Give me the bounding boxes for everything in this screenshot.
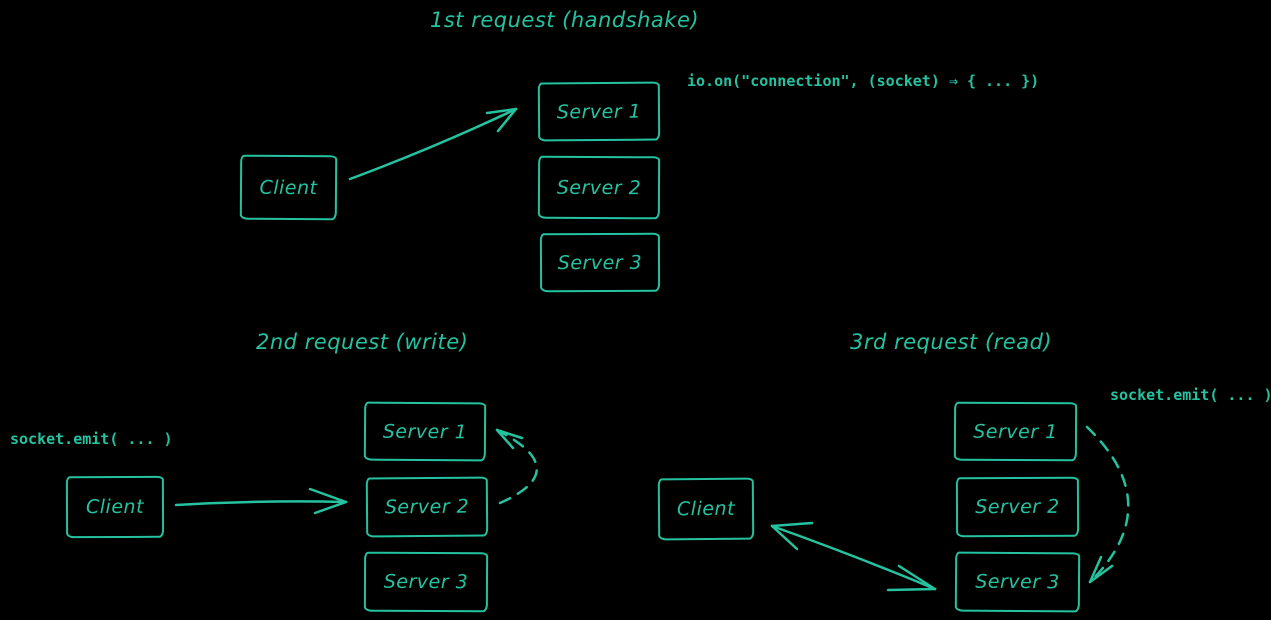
section-3-title: 3rd request (read) (850, 330, 1053, 354)
server-label: Server 2 (975, 495, 1060, 519)
section-3-client-box: Client (657, 477, 755, 541)
section-2-server-2-box: Server 2 (365, 476, 489, 538)
section-3-server-3-box: Server 3 (954, 551, 1081, 613)
section-3-server-2-box: Server 2 (955, 476, 1080, 538)
section-1-server-1-box: Server 1 (537, 81, 661, 142)
server-label: Server 1 (556, 100, 642, 123)
section-2-code: socket.emit( ... ) (10, 430, 173, 448)
section-1-title: 1st request (handshake) (430, 8, 700, 32)
section-1-client-box: Client (239, 154, 338, 221)
client-label: Client (676, 497, 736, 521)
section-2-server-1-box: Server 1 (363, 401, 487, 462)
section-3-server-1-box: Server 1 (953, 401, 1078, 462)
section-2-client-box: Client (65, 475, 165, 539)
server-label: Server 2 (556, 176, 642, 199)
server-label: Server 3 (975, 570, 1060, 594)
arrow-write-client-to-server2 (174, 487, 348, 515)
client-label: Client (85, 495, 145, 519)
server-label: Server 3 (383, 570, 469, 594)
server-label: Server 1 (382, 420, 468, 443)
section-3-code: socket.emit( ... ) (1110, 386, 1271, 404)
section-2-server-3-box: Server 3 (363, 551, 489, 613)
dashed-arrow-server1-to-server3 (1085, 425, 1130, 584)
section-2-title: 2nd request (write) (256, 330, 469, 354)
server-label: Server 2 (384, 495, 470, 519)
server-label: Server 1 (973, 420, 1058, 443)
client-label: Client (259, 176, 318, 199)
section-1-code: io.on("connection", (socket) ⇒ { ... }) (687, 72, 1040, 90)
section-1-server-3-box: Server 3 (539, 232, 661, 293)
arrow-read-client-server3 (770, 521, 937, 592)
section-1-server-2-box: Server 2 (537, 155, 661, 220)
dashed-arrow-server2-to-server1 (495, 428, 538, 505)
server-label: Server 3 (557, 251, 643, 274)
arrow-handshake-client-to-server1 (348, 107, 518, 181)
